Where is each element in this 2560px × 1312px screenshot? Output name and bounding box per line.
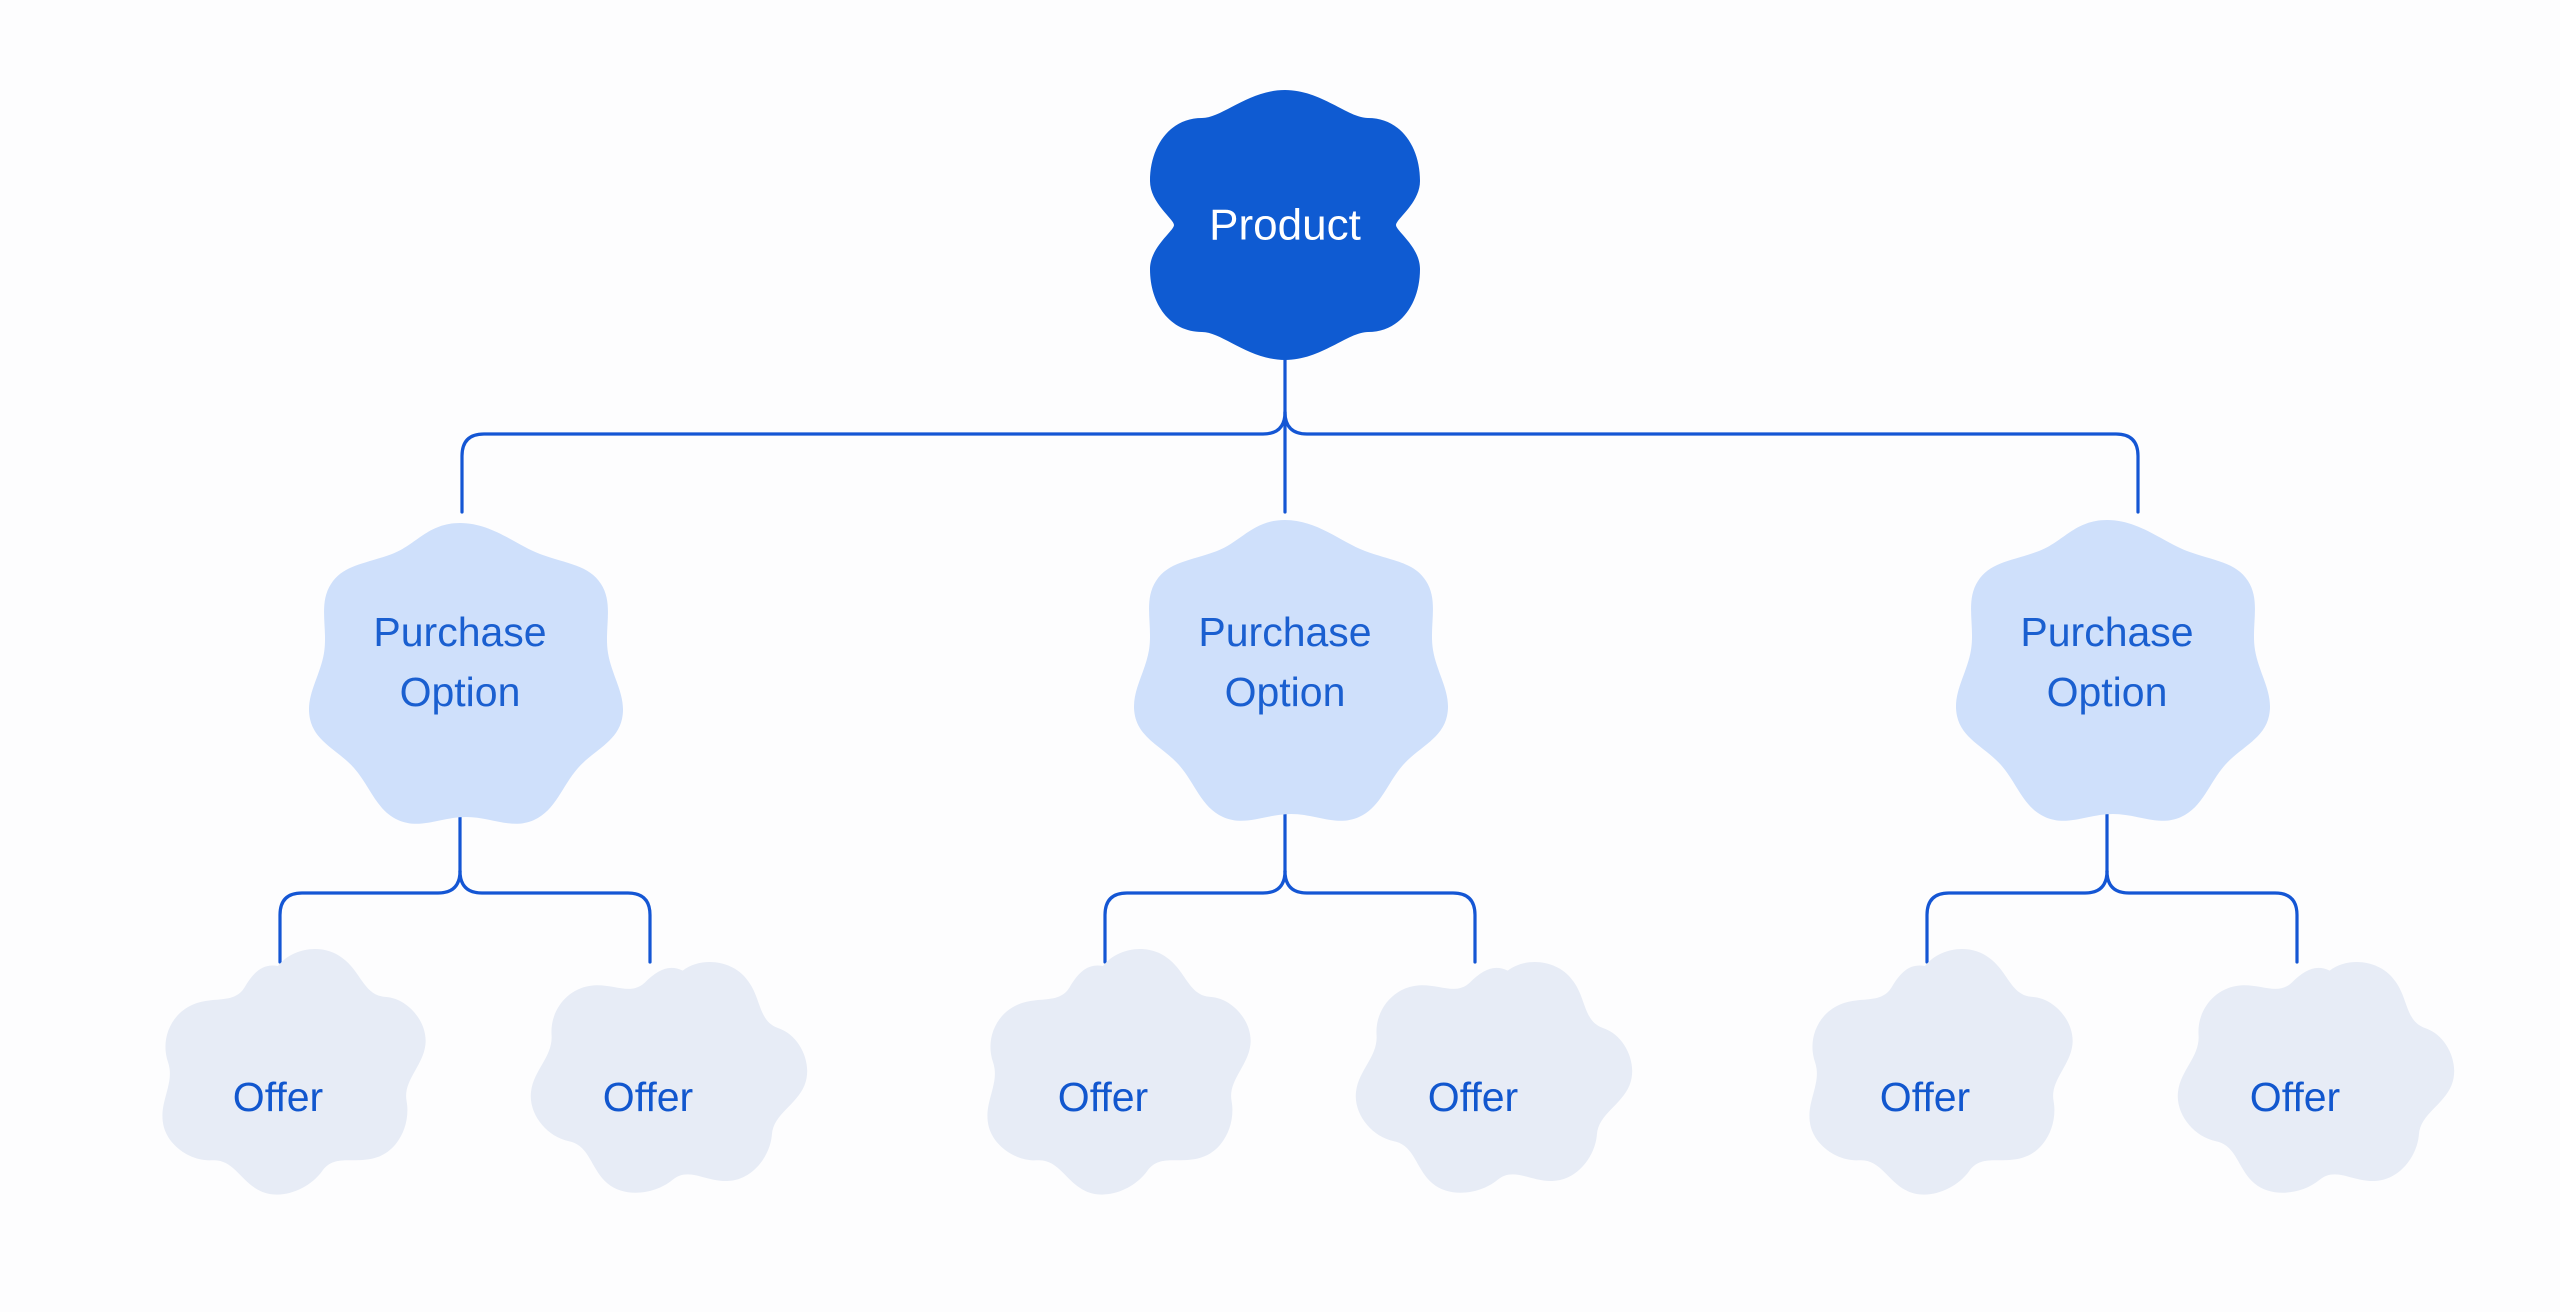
connector-branch2-right-arm (1283, 869, 1477, 964)
purchase-option-3-blob-shape (1955, 520, 2271, 821)
node-purchase-option-2[interactable]: Purchase Option (1133, 520, 1449, 821)
connector-branch1-right-arm (458, 869, 652, 964)
connector-layer (278, 348, 2299, 964)
connector-bus-level1-right (1283, 410, 2140, 514)
connector-bus-level1-left (460, 410, 1287, 514)
offer-4-label: Offer (1428, 1074, 1518, 1120)
purchase-option-3-label-line2: Option (2047, 669, 2168, 715)
product-label: Product (1209, 201, 1361, 250)
purchase-option-2-label-line2: Option (1225, 669, 1346, 715)
connector-branch2-left-arm (1103, 869, 1287, 964)
offer-2-label: Offer (603, 1074, 693, 1120)
offer-3-label: Offer (1058, 1074, 1148, 1120)
offer-1-scallop-shape (162, 949, 426, 1195)
node-offer-6[interactable]: Offer (2158, 924, 2477, 1230)
offer-5-scallop-shape (1809, 949, 2073, 1195)
connector-branch1-left-arm (278, 869, 462, 964)
purchase-option-2-blob-shape (1133, 520, 1449, 821)
node-product[interactable]: Product (1150, 90, 1420, 360)
offer-1-label: Offer (233, 1074, 323, 1120)
purchase-option-3-label-line1: Purchase (2020, 609, 2193, 655)
purchase-option-1-label-line2: Option (400, 669, 521, 715)
purchase-option-1-label-line1: Purchase (373, 609, 546, 655)
offer-5-label: Offer (1880, 1074, 1970, 1120)
connector-branch3-left-arm (1925, 869, 2109, 964)
offer-6-label: Offer (2250, 1074, 2340, 1120)
node-offer-1[interactable]: Offer (162, 949, 426, 1195)
product-blob-shape (1150, 90, 1420, 360)
node-purchase-option-1[interactable]: Purchase Option (308, 523, 624, 824)
connector-branch3-right-arm (2105, 869, 2299, 964)
node-purchase-option-3[interactable]: Purchase Option (1955, 520, 2271, 821)
node-offer-3[interactable]: Offer (987, 949, 1251, 1195)
node-offer-4[interactable]: Offer (1336, 924, 1655, 1230)
purchase-option-1-blob-shape (308, 523, 624, 824)
node-offer-2[interactable]: Offer (511, 924, 830, 1230)
purchase-option-2-label-line1: Purchase (1198, 609, 1371, 655)
offer-3-scallop-shape (987, 949, 1251, 1195)
node-offer-5[interactable]: Offer (1809, 949, 2073, 1195)
